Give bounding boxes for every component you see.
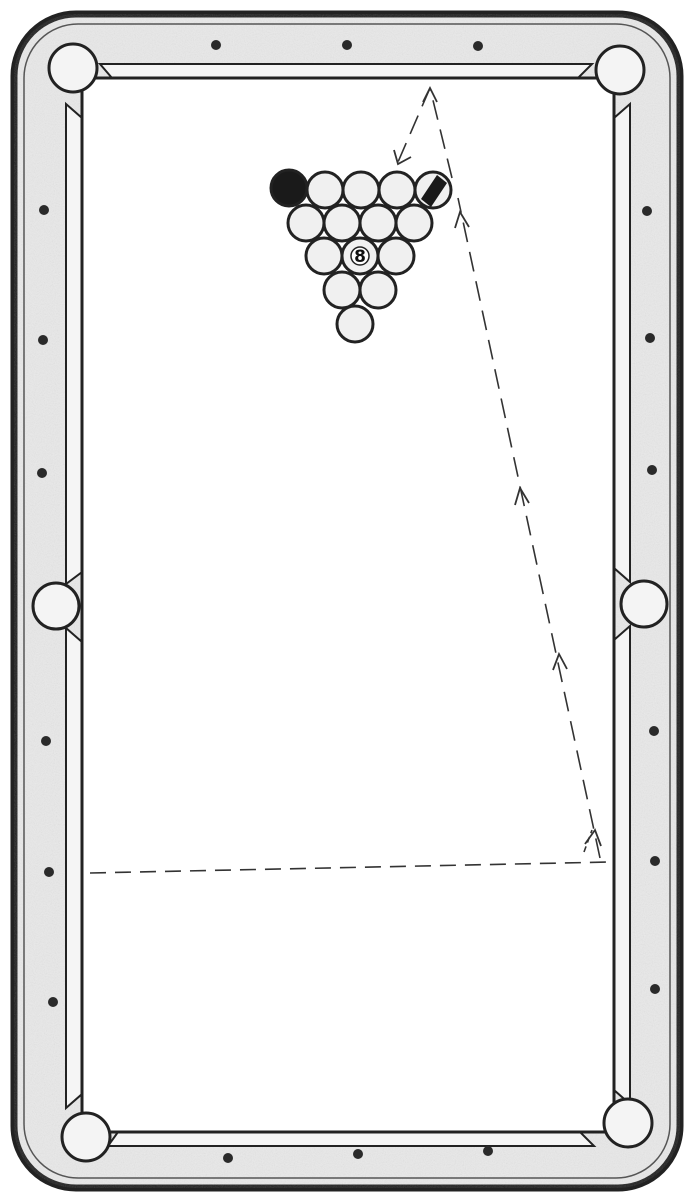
diamond-left-4 [41, 736, 51, 746]
diamond-bottom-3 [483, 1146, 493, 1156]
diamond-top-3 [473, 41, 483, 51]
diamond-top-1 [211, 40, 221, 50]
ball-eight-label: 8 [354, 247, 366, 267]
ball-stripe-band [421, 175, 447, 207]
pocket-top-right [594, 44, 646, 96]
cushion-right-lower [613, 623, 631, 1107]
cushion-right-upper [613, 101, 631, 585]
cushion-bottom [106, 1131, 597, 1147]
ball [322, 270, 362, 310]
ball [377, 170, 417, 210]
path-arrowheads [393, 85, 602, 847]
ball [286, 203, 326, 243]
diamond-left-1 [39, 205, 49, 215]
arrowhead-1 [584, 828, 602, 847]
pocket-middle-right [619, 579, 669, 629]
ball [335, 304, 375, 344]
pocket-bottom-left [60, 1111, 112, 1163]
diamond-right-3 [647, 465, 657, 475]
ball [305, 170, 345, 210]
diamond-bottom-1 [223, 1153, 233, 1163]
ball-eight-label-disc [350, 246, 370, 266]
pockets [31, 42, 669, 1163]
diamond-bottom-2 [353, 1149, 363, 1159]
diamond-right-6 [650, 984, 660, 994]
ball [322, 203, 362, 243]
diamond-left-5 [44, 867, 54, 877]
diamond-left-6 [48, 997, 58, 1007]
diamond-top-2 [342, 40, 352, 50]
cushion-left-lower [65, 625, 83, 1111]
diamond-right-4 [649, 726, 659, 736]
ball-solid-black [269, 168, 309, 208]
table-frame-inner-border [23, 23, 671, 1179]
ball [341, 170, 381, 210]
diamond-left-3 [37, 468, 47, 478]
pocket-top-left [47, 42, 99, 94]
rail-diamonds [37, 40, 660, 1163]
ball-rack [269, 168, 453, 344]
cushion-left-upper [65, 101, 83, 586]
diamond-right-5 [650, 856, 660, 866]
ball [358, 203, 398, 243]
arrowhead-5 [422, 85, 438, 103]
arrowhead-6 [393, 149, 412, 166]
diamond-left-2 [38, 335, 48, 345]
ball [304, 236, 344, 276]
arrowhead-2 [552, 651, 568, 671]
pocket-middle-left [31, 581, 81, 631]
diamond-right-1 [642, 206, 652, 216]
pocket-bottom-right [602, 1097, 654, 1149]
arrowhead-4 [454, 209, 470, 229]
ball [376, 236, 416, 276]
ball [358, 270, 398, 310]
path-segment-2 [429, 87, 453, 179]
arrowhead-3 [514, 485, 530, 506]
head-string-line [89, 861, 611, 874]
ball-stripe [421, 175, 447, 207]
cushion-top [97, 63, 595, 79]
diamond-right-2 [645, 333, 655, 343]
path-segment-1 [457, 197, 601, 859]
ball [394, 203, 434, 243]
